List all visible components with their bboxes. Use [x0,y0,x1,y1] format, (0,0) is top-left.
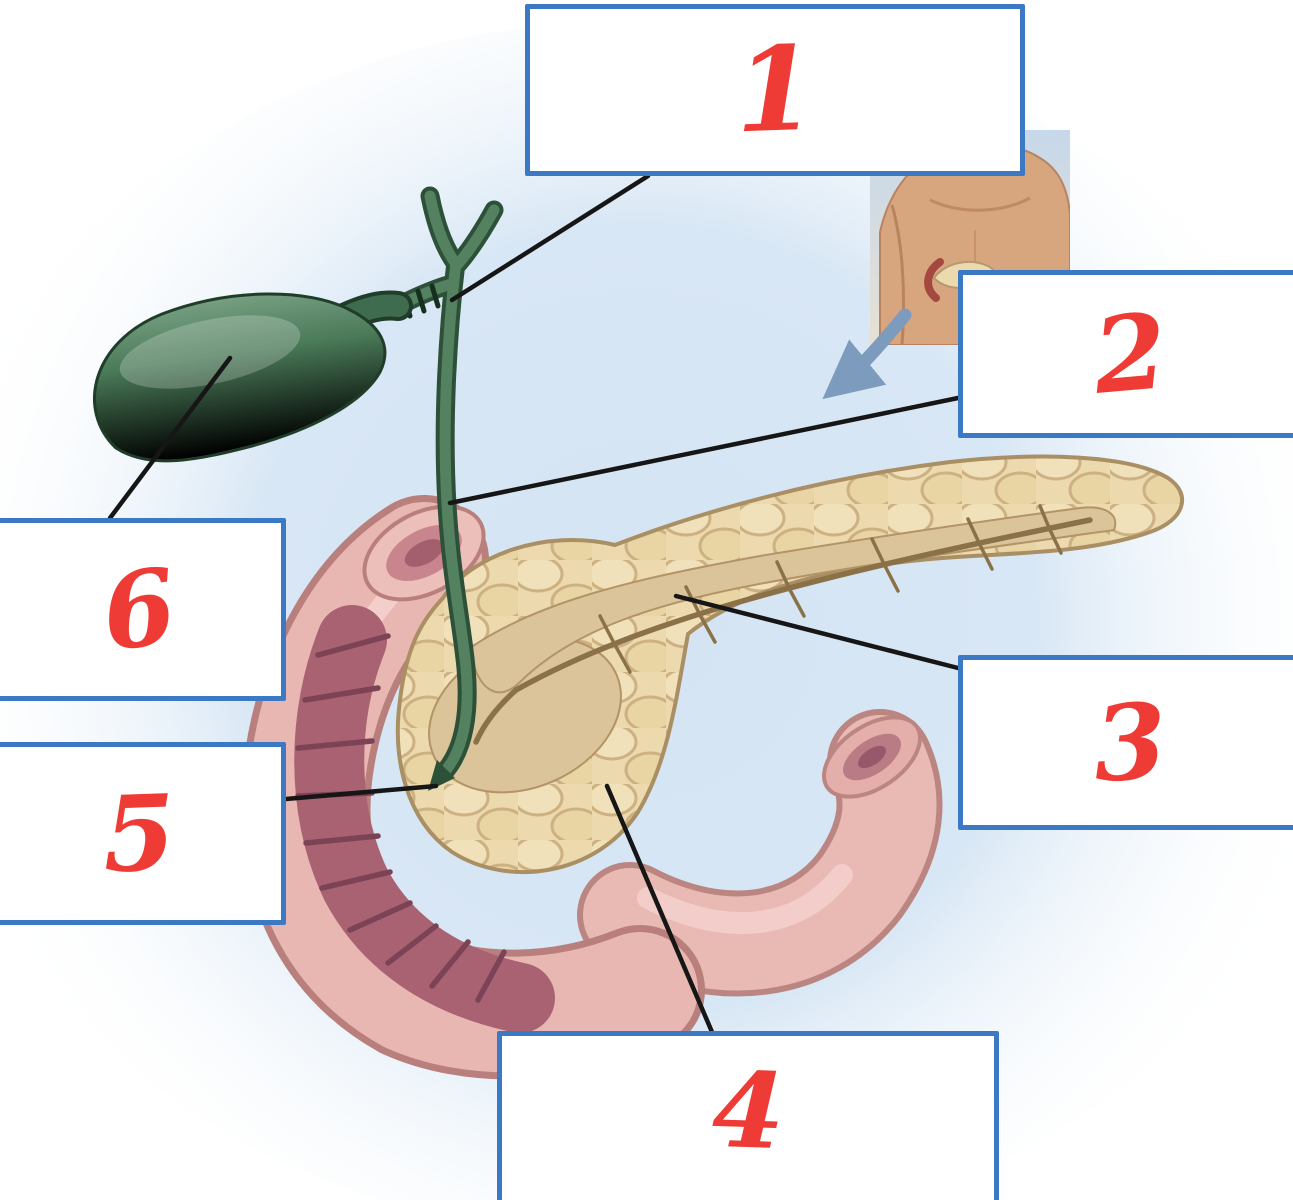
label-box-4[interactable]: 4 [497,1031,999,1200]
label-number-3: 3 [1091,678,1170,806]
label-box-5[interactable]: 5 [0,742,286,925]
jejunum-illustration [577,709,943,997]
papilla-arrow [428,760,455,791]
leader-line-5 [283,783,439,802]
label-number-1: 1 [732,20,818,160]
label-number-2: 2 [1089,289,1172,418]
leader-lines [107,173,961,1035]
leader-line-2 [447,395,961,506]
leader-line-1 [449,173,651,303]
inset-mini-duodenum [924,258,944,302]
duodenum-illustration [240,495,705,1080]
label-box-2[interactable]: 2 [958,270,1293,438]
label-box-6[interactable]: 6 [0,518,286,701]
label-number-4: 4 [709,1047,787,1173]
label-box-3[interactable]: 3 [958,655,1293,830]
pancreatic-duct [473,504,1093,745]
label-number-6: 6 [95,543,183,675]
gallbladder-illustration [93,290,413,463]
leader-line-4 [604,783,715,1035]
leader-line-6 [107,355,233,521]
inset-pointer-arrow [822,308,912,400]
leader-line-3 [673,593,961,671]
label-box-1[interactable]: 1 [525,4,1025,176]
label-number-5: 5 [100,770,178,896]
pancreas-illustration [395,454,1185,875]
